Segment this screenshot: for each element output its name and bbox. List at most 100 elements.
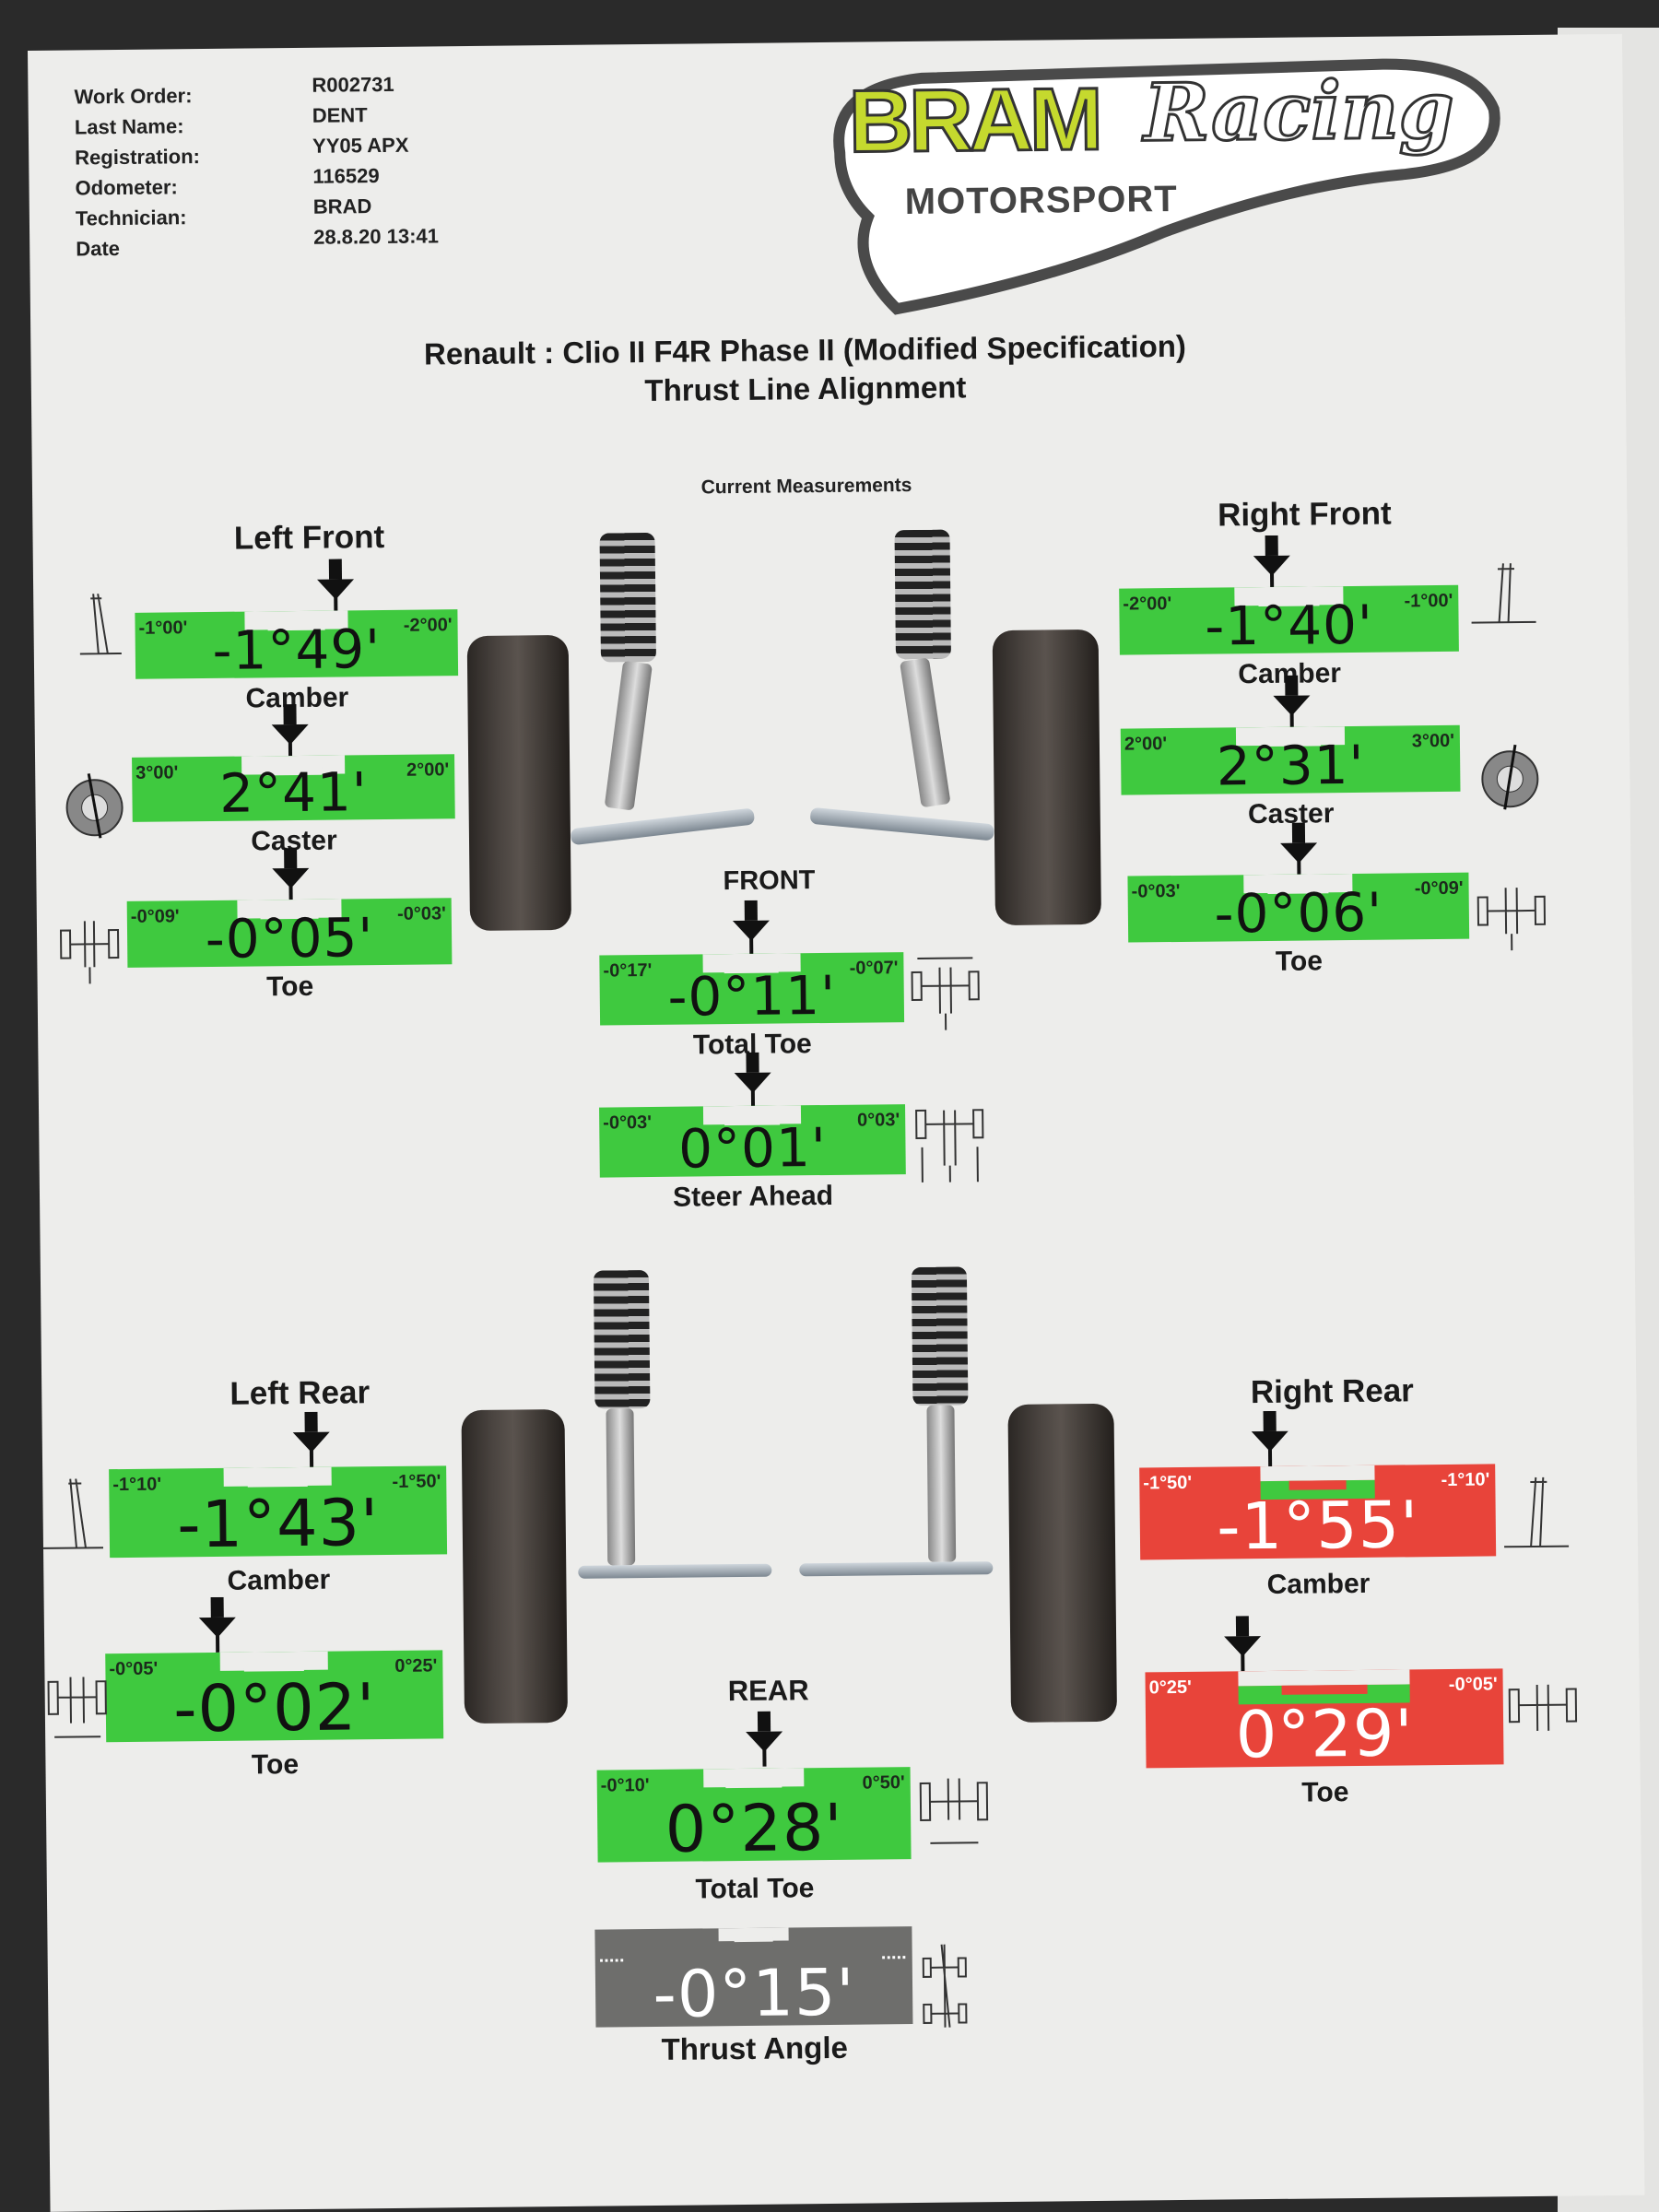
left-rear-camber-gauge: -1°10' -1°50' -1°43' Camber xyxy=(108,1410,448,1598)
gauge-box: -1°00' -2°00' -1°49' xyxy=(135,609,459,679)
front-left-spring xyxy=(599,532,656,663)
gauge-notch xyxy=(703,1768,805,1788)
arrow-down-icon xyxy=(1280,822,1318,878)
technician-value: BRAD xyxy=(312,194,372,218)
measurement-value: -0°15' xyxy=(653,1954,856,2028)
measurement-value: 2°31' xyxy=(1216,733,1365,795)
work-order-value: R002731 xyxy=(312,72,394,97)
last-name-value: DENT xyxy=(312,103,368,127)
measurement-value: 0°29' xyxy=(1235,1695,1415,1769)
range-max: -0°05' xyxy=(1448,1674,1498,1695)
gauge-label: Steer Ahead xyxy=(672,1180,834,1213)
gauge-box: -0°09' -0°03' -0°05' xyxy=(126,898,453,968)
right-front-title: Right Front xyxy=(1217,495,1392,534)
date-label: Date xyxy=(76,236,121,261)
front-right-spring xyxy=(894,529,951,660)
total-toe-diagram-icon xyxy=(911,957,980,1030)
gauge-label: Thrust Angle xyxy=(661,2030,849,2066)
thrust-angle-diagram-icon xyxy=(922,1944,968,2028)
gauge-label: Toe xyxy=(251,1749,300,1781)
logo-bram-text: BRAM xyxy=(847,68,1101,172)
rear-right-tyre xyxy=(1007,1403,1118,1723)
measurement-value: -0°02' xyxy=(172,1669,376,1743)
logo-swoosh-icon xyxy=(833,58,1500,315)
right-front-caster-gauge: 2°00' 3°00' 2°31' Caster xyxy=(1120,674,1461,836)
gauge-label: Toe xyxy=(1275,946,1324,977)
gauge-box-out-of-spec: 0°25' -0°05' 0°29' xyxy=(1145,1668,1504,1769)
gauge-box-no-spec: ..... ..... -0°15' xyxy=(594,1926,913,2028)
measurement-value: 0°28' xyxy=(665,1789,844,1863)
odometer-label: Odometer: xyxy=(75,175,178,200)
total-toe-diagram-icon xyxy=(919,1778,989,1844)
arrow-down-icon xyxy=(746,1711,783,1767)
logo-motorsport-text: MOTORSPORT xyxy=(904,178,1178,223)
gauge-box: 2°00' 3°00' 2°31' xyxy=(1120,724,1461,795)
registration-value: YY05 APX xyxy=(312,133,409,158)
camber-diagram-icon xyxy=(79,594,122,655)
rear-left-link xyxy=(578,1563,772,1579)
last-name-label: Last Name: xyxy=(74,114,184,139)
right-rear-camber-gauge: -1°50' -1°10' -1°55' Camber xyxy=(1139,1408,1497,1602)
camber-diagram-icon xyxy=(1504,1477,1570,1548)
left-rear-title: Left Rear xyxy=(229,1374,371,1412)
gauge-box: -0°03' 0°03' 0°01' xyxy=(599,1104,906,1178)
arrow-down-icon xyxy=(271,703,309,760)
toe-diagram-icon xyxy=(47,1677,107,1738)
front-left-strut xyxy=(604,660,653,811)
toe-diagram-icon xyxy=(1477,888,1547,951)
right-rear-title: Right Rear xyxy=(1250,1372,1414,1411)
bram-racing-logo: BRAM Racing MOTORSPORT xyxy=(811,44,1514,319)
gauge-label: Camber xyxy=(1266,1568,1371,1601)
front-right-strut xyxy=(900,657,951,808)
gauge-box: -0°03' -0°09' -0°06' xyxy=(1127,872,1470,943)
gauge-notch xyxy=(223,1466,332,1487)
date-value: 28.8.20 13:41 xyxy=(313,224,440,249)
gauge-box: 3°00' 2°00' 2°41' xyxy=(132,754,455,822)
arrow-down-icon xyxy=(317,559,355,615)
left-front-camber-gauge: -1°00' -2°00' -1°49' Camber xyxy=(135,558,459,720)
arrow-down-icon xyxy=(292,1411,330,1467)
right-front-camber-gauge: -2°00' -1°00' -1°40' Camber xyxy=(1119,534,1460,696)
front-left-control-arm xyxy=(570,807,756,846)
logo-racing-text: Racing xyxy=(1142,62,1456,161)
front-left-tyre xyxy=(466,634,572,932)
front-heading: FRONT xyxy=(723,865,816,897)
rear-heading: REAR xyxy=(727,1674,809,1708)
gauge-box: -0°10' 0°50' 0°28' xyxy=(596,1767,912,1863)
arrow-down-icon xyxy=(1251,1410,1288,1466)
gauge-label: Total Toe xyxy=(695,1873,815,1905)
arrow-down-icon xyxy=(1253,535,1290,591)
toe-diagram-icon xyxy=(1508,1684,1578,1731)
alignment-report-page: Work Order: Last Name: Registration: Odo… xyxy=(28,33,1645,2212)
camber-diagram-icon xyxy=(1471,563,1536,624)
left-front-title: Left Front xyxy=(233,518,385,557)
gauge-box: -0°05' 0°25' -0°02' xyxy=(105,1650,444,1743)
gauge-label: Camber xyxy=(227,1564,331,1596)
left-front-caster-gauge: 3°00' 2°00' 2°41' Caster xyxy=(131,702,455,863)
technician-label: Technician: xyxy=(75,206,187,230)
steer-ahead-diagram-icon xyxy=(915,1109,984,1182)
front-right-tyre xyxy=(992,629,1101,926)
caster-diagram-icon xyxy=(1481,744,1539,810)
range-min: 0°25' xyxy=(1148,1677,1192,1699)
rear-right-spring xyxy=(911,1266,969,1406)
measurement-value: -1°40' xyxy=(1204,593,1374,655)
caster-diagram-icon xyxy=(65,773,124,839)
left-rear-toe-gauge: -0°05' 0°25' -0°02' Toe xyxy=(105,1594,444,1783)
arrow-down-icon xyxy=(198,1596,236,1653)
arrow-down-icon xyxy=(732,900,770,956)
measurement-value: -1°55' xyxy=(1216,1487,1419,1560)
gauge-label: Toe xyxy=(265,971,314,1003)
rear-right-strut xyxy=(926,1405,957,1562)
arrow-down-icon xyxy=(734,1052,771,1108)
gauge-label: Toe xyxy=(1301,1777,1349,1808)
measurement-value: -0°11' xyxy=(667,963,837,1026)
front-right-control-arm xyxy=(809,806,995,841)
odometer-value: 116529 xyxy=(312,164,380,188)
measurement-value: 0°01' xyxy=(677,1115,828,1178)
toe-diagram-icon xyxy=(59,921,120,984)
measurement-value: -1°43' xyxy=(176,1485,380,1559)
camber-diagram-icon xyxy=(43,1478,104,1549)
steer-ahead-gauge: -0°03' 0°03' 0°01' Steer Ahead xyxy=(598,1051,906,1218)
measurement-value: -1°49' xyxy=(212,618,382,679)
